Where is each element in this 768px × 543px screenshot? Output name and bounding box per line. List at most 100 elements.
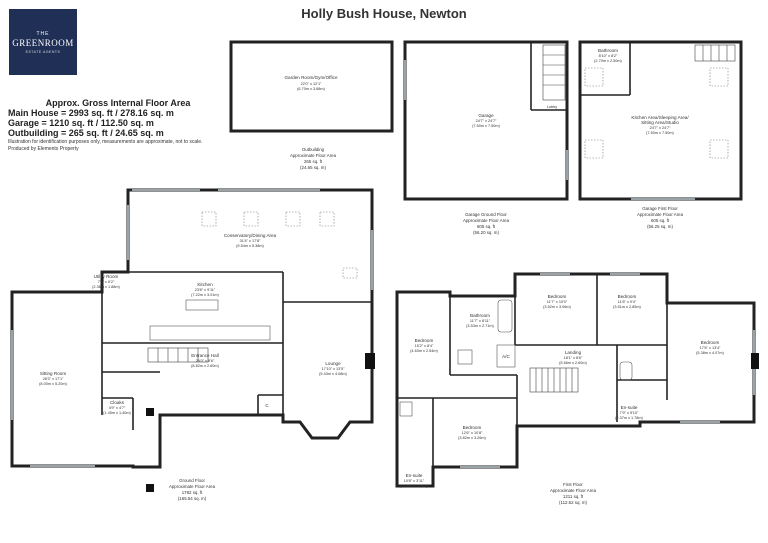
- svg-text:Approximate Floor Area: Approximate Floor Area: [550, 488, 597, 493]
- svg-text:7'9" x 6'2": 7'9" x 6'2": [98, 280, 115, 284]
- svg-text:605 sq. ft: 605 sq. ft: [477, 224, 496, 229]
- label-ensuite-right: En-suite: [621, 405, 638, 410]
- svg-text:18'1" x 8'6": 18'1" x 8'6": [564, 356, 583, 360]
- svg-text:(24.65 sq. m): (24.65 sq. m): [300, 165, 326, 170]
- label-kitchen-studio: Kitchen Area/Sleeping Area/: [631, 115, 689, 120]
- svg-text:Approximate Floor Area: Approximate Floor Area: [290, 153, 337, 158]
- svg-text:(3.53m x 2.71m): (3.53m x 2.71m): [466, 324, 494, 328]
- garage-stairs: [542, 44, 566, 101]
- svg-text:(3.25m x 1.20m): (3.25m x 1.20m): [400, 484, 428, 488]
- svg-text:23'8" x 9'11": 23'8" x 9'11": [195, 288, 216, 292]
- svg-text:(3.51m x 2.85m): (3.51m x 2.85m): [613, 305, 641, 309]
- svg-text:605 sq. ft: 605 sq. ft: [651, 218, 670, 223]
- brand-logo: THE GREENROOM ESTATE AGENTS: [9, 9, 77, 75]
- svg-text:Sitting Area/Studio: Sitting Area/Studio: [641, 120, 679, 125]
- svg-text:8'10" x 8'2": 8'10" x 8'2": [599, 54, 618, 58]
- svg-text:Approximate Floor Area: Approximate Floor Area: [463, 218, 510, 223]
- label-cupboard: C: [265, 403, 269, 408]
- svg-text:12'6" x 10'8": 12'6" x 10'8": [462, 431, 483, 435]
- svg-text:10'8" x 3'11": 10'8" x 3'11": [404, 479, 425, 483]
- caption-first-floor: First Floor: [563, 482, 583, 487]
- bath-tub: [497, 299, 513, 333]
- caption-outbuilding: Outbuilding: [302, 147, 325, 152]
- ensuite-shower: [399, 401, 413, 417]
- svg-text:(2.36m x 1.88m): (2.36m x 1.88m): [92, 285, 120, 289]
- label-lounge: Lounge: [325, 361, 341, 366]
- svg-text:(7.50m x 7.50m): (7.50m x 7.50m): [646, 131, 674, 135]
- svg-text:(2.70m x 2.50m): (2.70m x 2.50m): [594, 59, 622, 63]
- chimney-lounge: [365, 353, 375, 369]
- main-house-area: Main House = 2993 sq. ft / 278.16 sq. m: [8, 108, 174, 118]
- svg-text:29'0" x 8'6": 29'0" x 8'6": [196, 359, 215, 363]
- svg-text:Approximate Floor Area: Approximate Floor Area: [637, 212, 684, 217]
- label-ac: A/C: [502, 354, 510, 359]
- svg-text:(7.50m x 7.50m): (7.50m x 7.50m): [472, 124, 500, 128]
- svg-text:(6.70m x 3.68m): (6.70m x 3.68m): [297, 87, 325, 91]
- first-floor-walls: [395, 272, 756, 488]
- svg-text:22'0" x 12'1": 22'0" x 12'1": [301, 82, 322, 86]
- page-title: Holly Bush House, Newton: [301, 6, 467, 21]
- svg-text:(165.54 sq. m): (165.54 sq. m): [178, 496, 207, 501]
- svg-text:Approximate Floor Area: Approximate Floor Area: [169, 484, 216, 489]
- svg-text:265 sq. ft: 265 sq. ft: [304, 159, 323, 164]
- label-sitting-room: Sitting Room: [40, 371, 66, 376]
- svg-text:(5.43m x 4.08m): (5.43m x 4.08m): [319, 372, 347, 376]
- svg-text:(3.52m x 3.06m): (3.52m x 3.06m): [543, 305, 571, 309]
- svg-text:17'10" x 13'5": 17'10" x 13'5": [322, 367, 346, 371]
- ac-cupboard: [496, 344, 516, 368]
- svg-text:7'9" x 5'10": 7'9" x 5'10": [620, 411, 639, 415]
- svg-text:15'2" x 8'4": 15'2" x 8'4": [415, 344, 434, 348]
- svg-text:11'6" x 9'4": 11'6" x 9'4": [618, 300, 637, 304]
- svg-text:11'7" x 10'0": 11'7" x 10'0": [547, 300, 568, 304]
- kitchen-counter: [149, 325, 271, 341]
- svg-text:(8.82m x 2.60m): (8.82m x 2.60m): [191, 364, 219, 368]
- label-garage-bathroom: Bathroom: [598, 48, 618, 53]
- svg-text:(56.25 sq. m): (56.25 sq. m): [647, 224, 673, 229]
- area-summary: Approx. Gross Internal Floor Area Main H…: [8, 98, 228, 152]
- svg-text:(5.66m x 2.60m): (5.66m x 2.60m): [559, 361, 587, 365]
- svg-text:(1.45m x 1.40m): (1.45m x 1.40m): [103, 411, 131, 415]
- svg-text:(7.22m x 3.01m): (7.22m x 3.01m): [191, 293, 219, 297]
- svg-text:1211 sq. ft: 1211 sq. ft: [563, 494, 584, 499]
- label-ensuite-left: En-suite: [406, 473, 423, 478]
- svg-text:(8.00m x 5.20m): (8.00m x 5.20m): [39, 382, 67, 386]
- brand-sub: ESTATE AGENTS: [25, 49, 61, 54]
- label-garden-room: Garden Room/Gym/Office: [284, 75, 337, 80]
- kitchen-island: [185, 299, 219, 311]
- label-lobby: Lobby: [547, 105, 557, 109]
- label-bedroom-4: Bedroom: [701, 340, 720, 345]
- label-utility: Utility Room: [94, 274, 119, 279]
- svg-text:1782 sq. ft: 1782 sq. ft: [182, 490, 203, 495]
- label-bedroom-1: Bedroom: [548, 294, 567, 299]
- garage-ground-walls: [403, 40, 569, 201]
- label-bedroom-3: Bedroom: [415, 338, 434, 343]
- svg-text:(5.38m x 4.07m): (5.38m x 4.07m): [696, 351, 724, 355]
- brand-name: GREENROOM: [12, 37, 74, 48]
- svg-text:24'7" x 24'7": 24'7" x 24'7": [650, 126, 671, 130]
- svg-text:26'3" x 17'1": 26'3" x 17'1": [43, 377, 64, 381]
- outbuilding-area: Outbuilding = 265 sq. ft / 24.65 sq. m: [8, 128, 164, 138]
- svg-text:(2.37m x 1.78m): (2.37m x 1.78m): [615, 416, 643, 420]
- disclaimer-note: Illustration for identification purposes…: [8, 139, 203, 145]
- svg-text:31'4" x 17'8": 31'4" x 17'8": [240, 239, 261, 243]
- producer-note: Produced by Elements Property: [8, 146, 79, 152]
- label-cloaks: Cloaks: [110, 400, 125, 405]
- pillar-2: [146, 484, 154, 492]
- svg-text:(56.20 sq. m): (56.20 sq. m): [473, 230, 499, 235]
- outbuilding-walls: [229, 40, 394, 133]
- label-bathroom-first: Bathroom: [470, 313, 490, 318]
- brand-the: THE: [36, 30, 50, 37]
- caption-garage-ground: Garage Ground Floor: [465, 212, 507, 217]
- label-garage: Garage: [478, 113, 494, 118]
- area-heading: Approx. Gross Internal Floor Area: [45, 98, 191, 108]
- pillar-1: [146, 408, 154, 416]
- label-kitchen: Kitchen: [197, 282, 213, 287]
- label-bedroom-2: Bedroom: [618, 294, 637, 299]
- svg-text:24'7" x 24'7": 24'7" x 24'7": [476, 119, 497, 123]
- ensuite-bath: [619, 361, 633, 381]
- label-conservatory: Conservatory/Dining Area: [224, 233, 277, 238]
- svg-text:(9.54m x 5.38m): (9.54m x 5.38m): [236, 244, 264, 248]
- svg-text:11'7" x 8'11": 11'7" x 8'11": [470, 319, 491, 323]
- label-bedroom-5: Bedroom: [463, 425, 482, 430]
